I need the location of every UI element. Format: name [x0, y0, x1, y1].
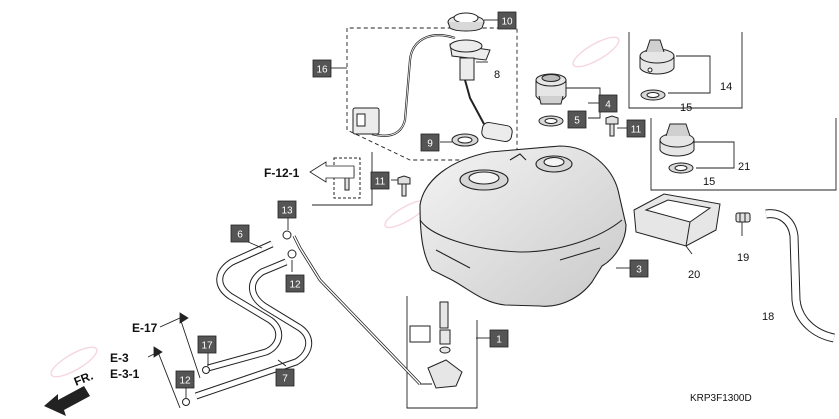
callout-box [370, 171, 390, 190]
callout-number: 12 [289, 280, 301, 291]
part-15-washer-a [640, 89, 666, 101]
callout-box [567, 110, 587, 129]
part-7-hose [194, 258, 313, 400]
part-10-cap [447, 12, 485, 32]
callout-number: 6 [237, 230, 243, 241]
callout-c12a[interactable]: 12 [285, 274, 305, 293]
callout-box [277, 200, 297, 219]
ref-e3[interactable]: E-3 [110, 351, 129, 365]
callout-c19[interactable]: 19 [737, 252, 749, 264]
front-arrow [44, 386, 90, 416]
callout-c11b[interactable]: 11 [370, 171, 390, 190]
callout-box [230, 224, 250, 243]
callout-c16[interactable]: 16 [312, 59, 332, 78]
callout-c1[interactable]: 1 [489, 329, 509, 348]
callout-number: 8 [494, 69, 500, 81]
part-11-bolt-b [397, 175, 411, 197]
callout-layer: 10 16 8 9 4 5 11 11 14 15 21 15 13 6 12 3 19 20 18 1 17 7 12 [175, 11, 774, 389]
callout-number: 19 [737, 252, 749, 264]
callout-c8[interactable]: 8 [494, 69, 500, 81]
part-18-hose [765, 209, 836, 343]
callout-number: 3 [636, 265, 642, 276]
front-label: FR. [72, 369, 95, 389]
part-4-filler-neck [535, 73, 567, 105]
callout-number: 4 [605, 100, 611, 111]
part-11-bolt-a [605, 115, 619, 137]
callout-c9[interactable]: 9 [420, 133, 440, 152]
callout-c6[interactable]: 6 [230, 224, 250, 243]
callout-box [629, 259, 649, 278]
callout-box [489, 329, 509, 348]
ref-f121[interactable]: F-12-1 [264, 166, 300, 180]
callout-number: 14 [720, 81, 732, 93]
callout-box [197, 335, 217, 354]
callout-box [175, 370, 195, 389]
callout-box [312, 59, 332, 78]
callout-number: 21 [738, 161, 750, 173]
callout-box [420, 133, 440, 152]
callout-number: 11 [375, 177, 386, 188]
fuel-tank [419, 145, 627, 307]
callout-number: 12 [179, 376, 191, 387]
callout-box [275, 368, 295, 387]
ref-e31[interactable]: E-3-1 [110, 367, 140, 381]
callout-c17[interactable]: 17 [197, 335, 217, 354]
callout-c10[interactable]: 10 [497, 11, 517, 30]
callout-number: 20 [688, 269, 700, 281]
fuel-pump-assembly [352, 34, 513, 143]
callout-c13[interactable]: 13 [277, 200, 297, 219]
callout-number: 7 [282, 374, 288, 385]
callout-c5[interactable]: 5 [567, 110, 587, 129]
callout-c3[interactable]: 3 [629, 259, 649, 278]
callout-c11a[interactable]: 11 [626, 119, 646, 138]
callout-c4[interactable]: 4 [598, 94, 618, 113]
part-15-washer-b [668, 162, 694, 174]
callout-c12b[interactable]: 12 [175, 370, 195, 389]
callout-box [285, 274, 305, 293]
part-20-canister [633, 193, 721, 247]
callout-c18[interactable]: 18 [762, 311, 774, 323]
part-1-valve [409, 301, 463, 389]
callout-c15a[interactable]: 15 [680, 102, 692, 114]
callout-number: 5 [574, 116, 580, 127]
callout-c20[interactable]: 20 [688, 269, 700, 281]
part-6-hose [207, 240, 283, 372]
breather-line [292, 235, 422, 386]
reference-arrows [153, 161, 355, 358]
callout-number: 10 [501, 17, 513, 28]
callout-number: 13 [281, 206, 293, 217]
callout-number: 11 [631, 125, 642, 136]
callout-number: 15 [680, 102, 692, 114]
diagram-code: KRP3F1300D [690, 393, 752, 404]
callout-c21[interactable]: 21 [738, 161, 750, 173]
part-19-fitting [735, 212, 751, 223]
part-5-washer [538, 115, 564, 127]
callout-number: 9 [427, 139, 433, 150]
part-21-fuel-cap [659, 123, 695, 157]
hose-clips [182, 230, 297, 406]
callout-c15b[interactable]: 15 [703, 176, 715, 188]
callout-box [626, 119, 646, 138]
ref-e17[interactable]: E-17 [132, 321, 158, 335]
callout-number: 18 [762, 311, 774, 323]
part-14-fuel-cap [639, 39, 675, 75]
callout-c14[interactable]: 14 [720, 81, 732, 93]
callout-number: 15 [703, 176, 715, 188]
callout-c7[interactable]: 7 [275, 368, 295, 387]
callout-box [497, 11, 517, 30]
callout-number: 17 [201, 341, 213, 352]
callout-box [598, 94, 618, 113]
part-9-gasket [451, 133, 479, 147]
callout-number: 16 [316, 65, 328, 76]
callout-number: 1 [496, 335, 502, 346]
